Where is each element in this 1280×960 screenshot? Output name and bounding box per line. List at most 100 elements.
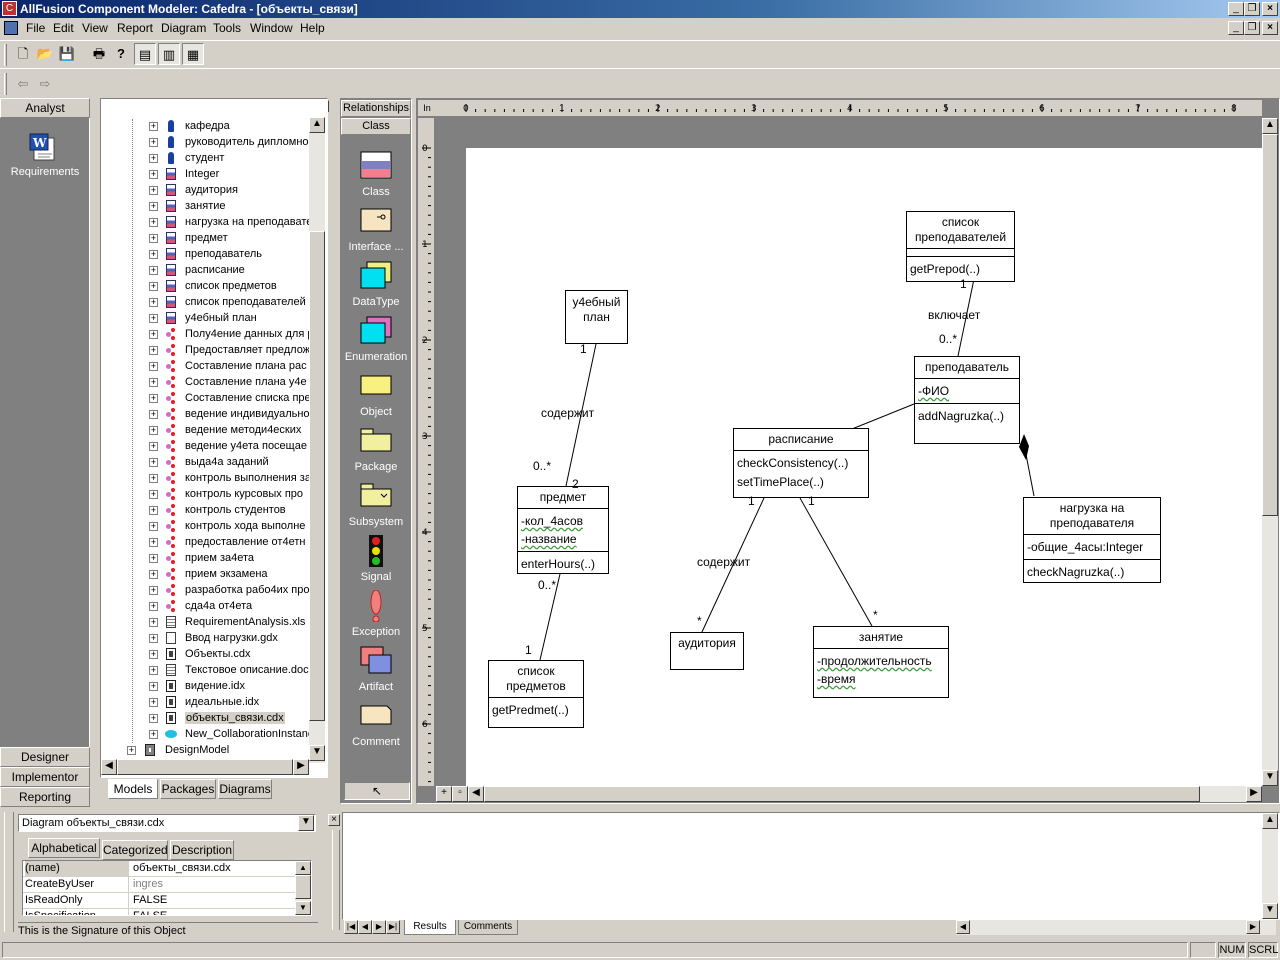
expand-icon[interactable]: + bbox=[149, 329, 158, 339]
class-zanyatie[interactable]: занятие -продолжительность -время bbox=[813, 626, 949, 698]
scroll-right-icon[interactable]: ▶ bbox=[1246, 786, 1262, 802]
class-spisok-predmetov[interactable]: список предметов getPredmet(..) bbox=[488, 660, 584, 728]
property-value[interactable]: ingres bbox=[133, 878, 163, 890]
forward-arrow-icon[interactable]: ⇨ bbox=[39, 76, 51, 91]
expand-icon[interactable]: + bbox=[149, 649, 158, 659]
requirements-label[interactable]: Requirements bbox=[10, 166, 80, 178]
close-button[interactable]: × bbox=[1262, 2, 1278, 16]
last-tab-icon[interactable]: ▶| bbox=[386, 920, 400, 934]
output-vertical-scrollbar[interactable] bbox=[1262, 813, 1278, 919]
class-spisok-prepodavateley[interactable]: список преподавателей getPrepod(..) bbox=[906, 211, 1015, 282]
expand-icon[interactable]: + bbox=[149, 137, 158, 147]
scroll-left-icon[interactable]: ◀ bbox=[101, 759, 117, 775]
palette-tab-relationships[interactable]: Relationships bbox=[341, 100, 411, 117]
scroll-down-icon[interactable]: ▼ bbox=[309, 745, 325, 761]
palette-item-object[interactable]: Object bbox=[340, 370, 412, 418]
help-icon[interactable]: ? bbox=[117, 46, 125, 61]
expand-icon[interactable]: + bbox=[149, 297, 158, 307]
expand-icon[interactable]: + bbox=[149, 713, 158, 723]
panel-grip[interactable] bbox=[332, 830, 340, 930]
class-prepodavatel[interactable]: преподаватель -ФИО addNagruzka(..) bbox=[914, 356, 1020, 444]
property-value[interactable]: FALSE bbox=[133, 894, 168, 906]
expand-icon[interactable]: + bbox=[149, 201, 158, 211]
menu-file[interactable]: File bbox=[26, 21, 46, 35]
operation[interactable]: getPredmet(..) bbox=[489, 697, 583, 722]
expand-icon[interactable]: + bbox=[149, 265, 158, 275]
operation[interactable]: addNagruzka(..) bbox=[915, 403, 1019, 428]
object-selector[interactable]: Diagram объекты_связи.cdx bbox=[18, 814, 316, 832]
nav-analyst-button[interactable]: Analyst bbox=[0, 98, 90, 118]
menu-window[interactable]: Window bbox=[250, 21, 293, 35]
tree-item[interactable]: +список предметов bbox=[101, 279, 309, 295]
expand-icon[interactable]: + bbox=[149, 393, 158, 403]
mdi-restore-button[interactable]: ❐ bbox=[1244, 21, 1260, 35]
tree-item-root[interactable]: +DesignModel bbox=[101, 743, 309, 759]
open-folder-icon[interactable]: 📂 bbox=[36, 46, 54, 61]
palette-item-signal[interactable]: Signal bbox=[340, 535, 412, 583]
attribute[interactable]: -название bbox=[521, 532, 577, 546]
first-tab-icon[interactable]: |◀ bbox=[344, 920, 358, 934]
scroll-left-icon[interactable]: ◀ bbox=[468, 786, 484, 802]
expand-icon[interactable]: + bbox=[149, 361, 158, 371]
menu-report[interactable]: Report bbox=[117, 21, 154, 35]
tree-item[interactable]: +RequirementAnalysis.xls bbox=[101, 615, 309, 631]
layout-icon-1[interactable]: ▤ bbox=[134, 43, 156, 65]
expand-icon[interactable]: + bbox=[149, 473, 158, 483]
tab-packages[interactable]: Packages bbox=[160, 779, 216, 799]
nav-reporting-button[interactable]: Reporting bbox=[0, 787, 90, 807]
menu-view[interactable]: View bbox=[82, 21, 108, 35]
class-nagruzka[interactable]: нагрузка на преподавателя -общие_4асы:In… bbox=[1023, 497, 1161, 583]
class-predmet[interactable]: предмет -кол_4асов -название enterHours(… bbox=[517, 486, 609, 574]
tab-diagrams[interactable]: Diagrams bbox=[218, 779, 272, 799]
expand-icon[interactable]: + bbox=[149, 489, 158, 499]
tab-alphabetical[interactable]: Alphabetical bbox=[28, 838, 100, 858]
tree-item[interactable]: +преподаватель bbox=[101, 247, 309, 263]
next-tab-icon[interactable]: ▶ bbox=[372, 920, 386, 934]
palette-item-datatype[interactable]: DataType bbox=[340, 260, 412, 308]
operation[interactable]: setTimePlace(..) bbox=[737, 475, 824, 489]
minimize-button[interactable]: _ bbox=[1228, 2, 1244, 16]
palette-item-interface[interactable]: Interface ... bbox=[340, 205, 412, 253]
expand-icon[interactable]: + bbox=[149, 233, 158, 243]
menu-tools[interactable]: Tools bbox=[213, 21, 242, 35]
expand-icon[interactable]: + bbox=[149, 617, 158, 627]
print-icon[interactable]: 🖶 bbox=[92, 46, 106, 61]
zoom-fit-icon[interactable]: ▫ bbox=[452, 786, 468, 802]
scroll-right-icon[interactable]: ▶ bbox=[1246, 920, 1260, 934]
assoc-label-soderzhit-2[interactable]: содержит bbox=[697, 555, 751, 569]
class-ucheb-plan[interactable]: у4ебный план bbox=[565, 290, 628, 344]
palette-item-enumeration[interactable]: Enumeration bbox=[340, 315, 412, 363]
tree-item[interactable]: +видение.idx bbox=[101, 679, 309, 695]
scroll-down-icon[interactable]: ▼ bbox=[1262, 770, 1278, 786]
tree-item[interactable]: +прием за4ета bbox=[101, 551, 309, 567]
tab-description[interactable]: Description bbox=[170, 840, 234, 860]
menu-help[interactable]: Help bbox=[300, 21, 325, 35]
tree-item[interactable]: +Предоставляет предлож bbox=[101, 343, 310, 359]
tree-item[interactable]: +кафедра bbox=[101, 119, 309, 135]
tree-item[interactable]: +контроль выполнения за bbox=[101, 471, 310, 487]
expand-icon[interactable]: + bbox=[149, 409, 158, 419]
attribute[interactable]: -общие_4асы:Integer bbox=[1024, 534, 1160, 559]
property-value[interactable]: объекты_связи.cdx bbox=[133, 862, 231, 874]
output-horizontal-scrollbar[interactable] bbox=[956, 920, 1276, 935]
tree-item[interactable]: +список преподавателей bbox=[101, 295, 309, 311]
attribute[interactable]: -время bbox=[817, 672, 856, 686]
tree-item[interactable]: +сда4а от4ета bbox=[101, 599, 309, 615]
tree-item[interactable]: +ведение методи4еских bbox=[101, 423, 309, 439]
tree-item[interactable]: +New_CollaborationInstance bbox=[101, 727, 310, 743]
expand-icon[interactable]: + bbox=[149, 569, 158, 579]
tree-item[interactable]: +нагрузка на преподавателя bbox=[101, 215, 310, 231]
assoc-label-vklyuchaet[interactable]: включает bbox=[928, 308, 981, 322]
tree-item[interactable]: +контроль студентов bbox=[101, 503, 309, 519]
expand-icon[interactable]: + bbox=[149, 425, 158, 435]
expand-icon[interactable]: + bbox=[149, 457, 158, 467]
property-value[interactable]: FALSE bbox=[133, 910, 168, 916]
operation[interactable]: checkNagruzka(..) bbox=[1024, 559, 1160, 584]
expand-icon[interactable]: + bbox=[149, 345, 158, 355]
class-raspisanie[interactable]: расписание checkConsistency(..) setTimeP… bbox=[733, 428, 869, 498]
nav-designer-button[interactable]: Designer bbox=[0, 747, 90, 767]
maximize-button[interactable]: ❐ bbox=[1244, 2, 1260, 16]
tree-item[interactable]: +Составление плана у4е bbox=[101, 375, 309, 391]
tree-item[interactable]: +ведение индивидуально bbox=[101, 407, 310, 423]
